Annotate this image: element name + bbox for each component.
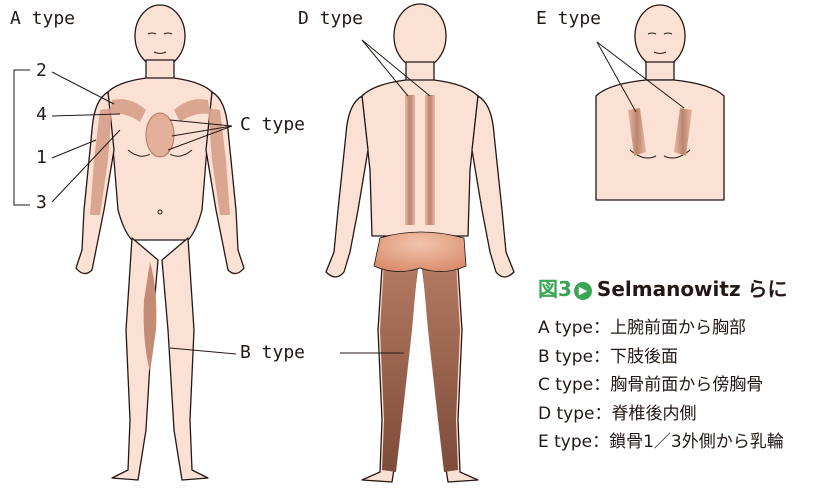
number-1-label: 1 <box>36 147 47 168</box>
front-body-figure <box>76 5 244 480</box>
caption-title-text: Selmanowitz らに <box>597 277 788 301</box>
back-left-arm <box>326 96 368 277</box>
number-4-label: 4 <box>36 104 47 125</box>
a-type-label: A type <box>10 8 75 29</box>
e-type-label: E type <box>536 8 601 29</box>
e-type-figure <box>596 5 724 200</box>
c-type-lesion <box>146 113 174 157</box>
d-type-label: D type <box>298 8 363 29</box>
play-triangle-icon: ▶ <box>574 282 592 300</box>
e-torso <box>596 80 724 200</box>
figure-number: 図3 <box>538 277 572 301</box>
d-type-lesion-left <box>405 95 415 225</box>
caption-type-list: A type：上腕前面から胸部 B type：下肢後面 C type：胸骨前面か… <box>538 314 784 457</box>
back-head <box>394 4 446 68</box>
back-right-arm <box>472 96 514 277</box>
back-torso <box>362 80 478 236</box>
e-head <box>635 5 685 67</box>
number-2-label: 2 <box>36 60 47 81</box>
caption-item-c: C type：胸骨前面から傍胸骨 <box>538 371 784 400</box>
caption-item-b: B type：下肢後面 <box>538 343 784 372</box>
caption-item-a: A type：上腕前面から胸部 <box>538 314 784 343</box>
front-head <box>135 5 185 67</box>
b-type-lesion-buttocks <box>374 232 466 272</box>
front-right-leg <box>162 238 208 480</box>
d-type-lesion-right <box>425 95 435 225</box>
b-type-label: B type <box>240 342 305 363</box>
caption-item-d: D type：脊椎後内側 <box>538 400 784 429</box>
number-3-label: 3 <box>36 192 47 213</box>
figure-caption-title: 図3▶ Selmanowitz らに <box>538 273 788 302</box>
c-type-label: C type <box>240 114 305 135</box>
caption-item-e: E type：鎖骨1／3外側から乳輪 <box>538 428 784 457</box>
b-type-lesion-back-legs <box>380 262 460 472</box>
